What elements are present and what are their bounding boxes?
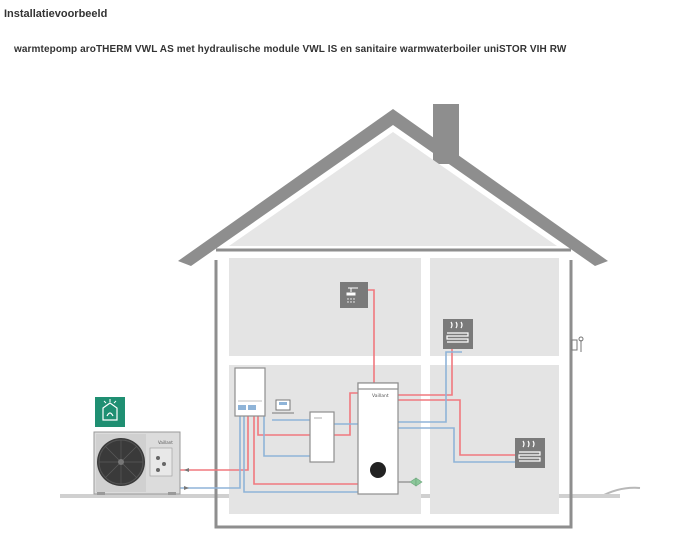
floor-heating-icon	[515, 438, 545, 468]
buffer-tank	[309, 411, 335, 463]
room-controller[interactable]	[272, 399, 294, 414]
house-walls	[214, 260, 573, 529]
page-subtitle: warmtepomp aroTHERM VWL AS met hydraulis…	[14, 44, 567, 55]
hydraulic-module	[234, 367, 266, 417]
roof-attic	[229, 132, 557, 246]
shower-icon	[340, 282, 368, 308]
boiler-brand: Vaillant	[372, 393, 389, 399]
heat-pump-brand: Vaillant	[158, 440, 173, 445]
boiler-inspection-port	[370, 462, 386, 478]
dhw-boiler: Vaillant	[357, 382, 410, 495]
pipes-cold	[180, 351, 518, 493]
heat-pump-badge-icon	[95, 397, 125, 427]
page-title: Installatievoorbeeld	[4, 8, 108, 20]
outdoor-sensor-icon	[571, 336, 584, 352]
floor-heating-icon	[443, 319, 473, 349]
room-upper-left	[229, 258, 421, 356]
valve-icon	[409, 477, 423, 487]
outdoor-heat-pump: Vaillant	[93, 431, 181, 495]
flow-arrows	[184, 468, 189, 490]
